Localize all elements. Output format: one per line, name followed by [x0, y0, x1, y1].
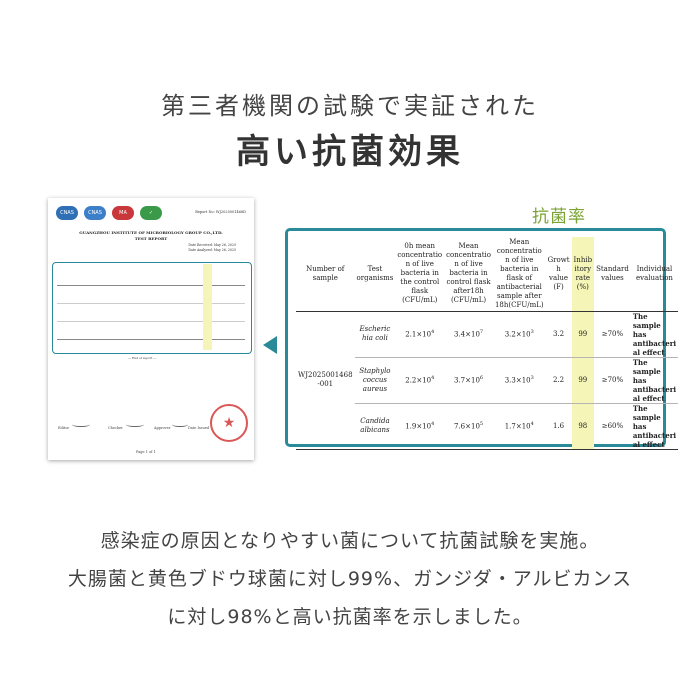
header-individual-evaluation: Individual evaluation — [630, 237, 679, 312]
conc-0h-cell: 2.1×104 — [395, 311, 445, 358]
mini-table-rule — [57, 321, 245, 322]
sample-number-cell: WJ2025001468 -001 — [296, 311, 355, 450]
growth-value-cell: 2.2 — [545, 357, 572, 404]
organism-cell: Staphylo coccus aureus — [354, 357, 396, 404]
description-line-2: 大腸菌と黄色ブドウ球菌に対し99%、ガンジダ・アルビカンス — [67, 568, 633, 590]
cnas-logo-2: CNAS — [84, 206, 106, 220]
inhibitory-rate-cell: 98 — [571, 403, 595, 450]
report-number: Report No: WJ2025001468D — [195, 210, 246, 214]
editor-label: Editor — [58, 426, 70, 430]
table-row: Candida albicans 1.9×104 7.6×105 1.7×104… — [296, 403, 679, 450]
growth-value-cell: 1.6 — [545, 403, 572, 450]
cma-logo: MA — [112, 206, 134, 220]
description-line-1: 感染症の原因となりやすい菌について抗菌試験を実施。 — [100, 530, 600, 552]
table-row: Staphylo coccus aureus 2.2×104 3.7×106 3… — [296, 357, 679, 404]
mini-table-rule — [57, 285, 245, 286]
header-0h-concentration: 0h mean concentratio n of live bacteria … — [395, 237, 445, 312]
header-sample-number: Number of sample — [296, 237, 355, 312]
organism-cell: Candida albicans — [354, 403, 396, 450]
mini-table-rule — [57, 339, 245, 340]
inhibitory-rate-cell: 99 — [571, 311, 595, 358]
approver-label: Approver — [154, 426, 171, 430]
conc-18h-sample-cell: 3.3×103 — [492, 357, 546, 404]
conc-0h-cell: 1.9×104 — [395, 403, 445, 450]
conc-18h-control-cell: 7.6×105 — [444, 403, 493, 450]
table-header-row: Number of sample Test organisms 0h mean … — [296, 237, 679, 312]
page-number: Page 1 of 1 — [136, 450, 156, 454]
header-18h-control: Mean concentratio n of live bacteria in … — [444, 237, 493, 312]
standard-value-cell: ≥70% — [594, 357, 631, 404]
conc-18h-control-cell: 3.7×106 — [444, 357, 493, 404]
evaluation-cell: The sample has antibacteri al effect — [630, 311, 679, 358]
report-table-highlight — [52, 262, 252, 354]
conc-18h-control-cell: 3.4×107 — [444, 311, 493, 358]
cnas-logo: CNAS — [56, 206, 78, 220]
headline-line-2: 高い抗菌効果 — [236, 132, 464, 172]
issue-date-label: Date Issued — [188, 426, 210, 430]
date-analyzed: Date Analyzed: May 26, 2025 — [188, 248, 236, 252]
header-inhibitory-rate: Inhib itory rate (%) — [571, 237, 595, 312]
results-table: Number of sample Test organisms 0h mean … — [296, 237, 679, 450]
results-table-callout: Number of sample Test organisms 0h mean … — [285, 228, 679, 450]
growth-value-cell: 3.2 — [545, 311, 572, 358]
header-test-organisms: Test organisms — [354, 237, 396, 312]
mini-table-rule — [57, 303, 245, 304]
report-dates: Date Received: May 26, 2025 Date Analyze… — [188, 243, 236, 253]
approver-signature — [172, 420, 188, 427]
ilac-logo: ✓ — [140, 206, 162, 220]
checker-label: Checker — [108, 426, 123, 430]
callout-pointer — [263, 336, 277, 354]
description-line-3: に対し98%と高い抗菌率を示しました。 — [167, 606, 533, 628]
header-growth-value: Growt h value (F) — [545, 237, 572, 312]
evaluation-cell: The sample has antibacteri al effect — [630, 357, 679, 404]
conc-18h-sample-cell: 3.2×103 — [492, 311, 546, 358]
institute-name: GUANGZHOU INSTITUTE OF MICROBIOLOGY GROU… — [79, 230, 223, 235]
checker-signature — [126, 420, 144, 427]
organism-cell: Escheric hia coli — [354, 311, 396, 358]
conc-18h-sample-cell: 1.7×104 — [492, 403, 546, 450]
report-title: TEST REPORT — [134, 236, 168, 241]
date-received: Date Received: May 26, 2025 — [188, 243, 236, 247]
mini-rate-highlight — [203, 264, 212, 350]
official-stamp: ★ — [210, 404, 248, 442]
header-18h-sample: Mean concentratio n of live bacteria in … — [492, 237, 546, 312]
standard-value-cell: ≥70% — [594, 311, 631, 358]
headline-line-1: 第三者機関の試験で実証された — [161, 92, 539, 120]
editor-signature — [72, 420, 90, 427]
header-standard-values: Standard values — [594, 237, 631, 312]
evaluation-cell: The sample has antibacteri al effect — [630, 403, 679, 450]
certification-logos: CNAS CNAS MA ✓ — [56, 206, 162, 220]
test-report-document: CNAS CNAS MA ✓ Report No: WJ2025001468D … — [48, 198, 254, 460]
standard-value-cell: ≥60% — [594, 403, 631, 450]
antibacterial-rate-label: 抗菌率 — [532, 207, 586, 227]
table-row: WJ2025001468 -001 Escheric hia coli 2.1×… — [296, 311, 679, 450]
conc-0h-cell: 2.2×104 — [395, 357, 445, 404]
inhibitory-rate-cell: 99 — [571, 357, 595, 404]
end-of-report: — End of report — — [128, 356, 157, 360]
